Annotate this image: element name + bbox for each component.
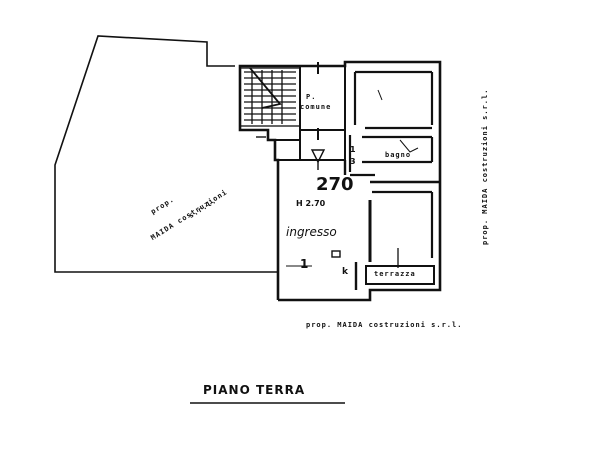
apartment-outer-wall — [238, 60, 442, 302]
staircase — [239, 67, 301, 127]
height-main-label: 270 — [316, 174, 354, 195]
room-label-comune: comune — [300, 103, 332, 111]
fixture-box — [331, 250, 341, 258]
floor-title: PIANO TERRA — [203, 383, 306, 397]
common-landing — [299, 62, 346, 160]
height-note-label: H 2.70 — [296, 199, 326, 208]
room-label-comune-prefix: P. — [306, 93, 317, 101]
k-mark: k — [342, 267, 348, 277]
adjacent-property-outline — [54, 35, 278, 273]
room-top-right — [353, 70, 434, 130]
room-lower-right — [372, 190, 434, 268]
room-label-terrazza: terrazza — [374, 270, 416, 278]
fraction-bottom: 3 — [350, 157, 356, 166]
terrace — [365, 265, 435, 285]
ingresso-number-mark: 1 — [300, 257, 309, 271]
main-hall-partitions — [343, 160, 440, 290]
room-label-bagno: bagno — [385, 151, 412, 159]
entrance-door-symbol — [310, 149, 326, 164]
owner-bottom-label: prop. MAIDA costruzioni s.r.l. — [306, 321, 463, 329]
owner-right-label: prop. MAIDA costruzioni s.r.l. — [481, 88, 489, 245]
room-label-ingresso: ingresso — [286, 225, 337, 239]
room-bathroom — [348, 135, 434, 177]
fraction-top: 1 — [350, 145, 356, 154]
corridor-walls — [275, 130, 345, 161]
